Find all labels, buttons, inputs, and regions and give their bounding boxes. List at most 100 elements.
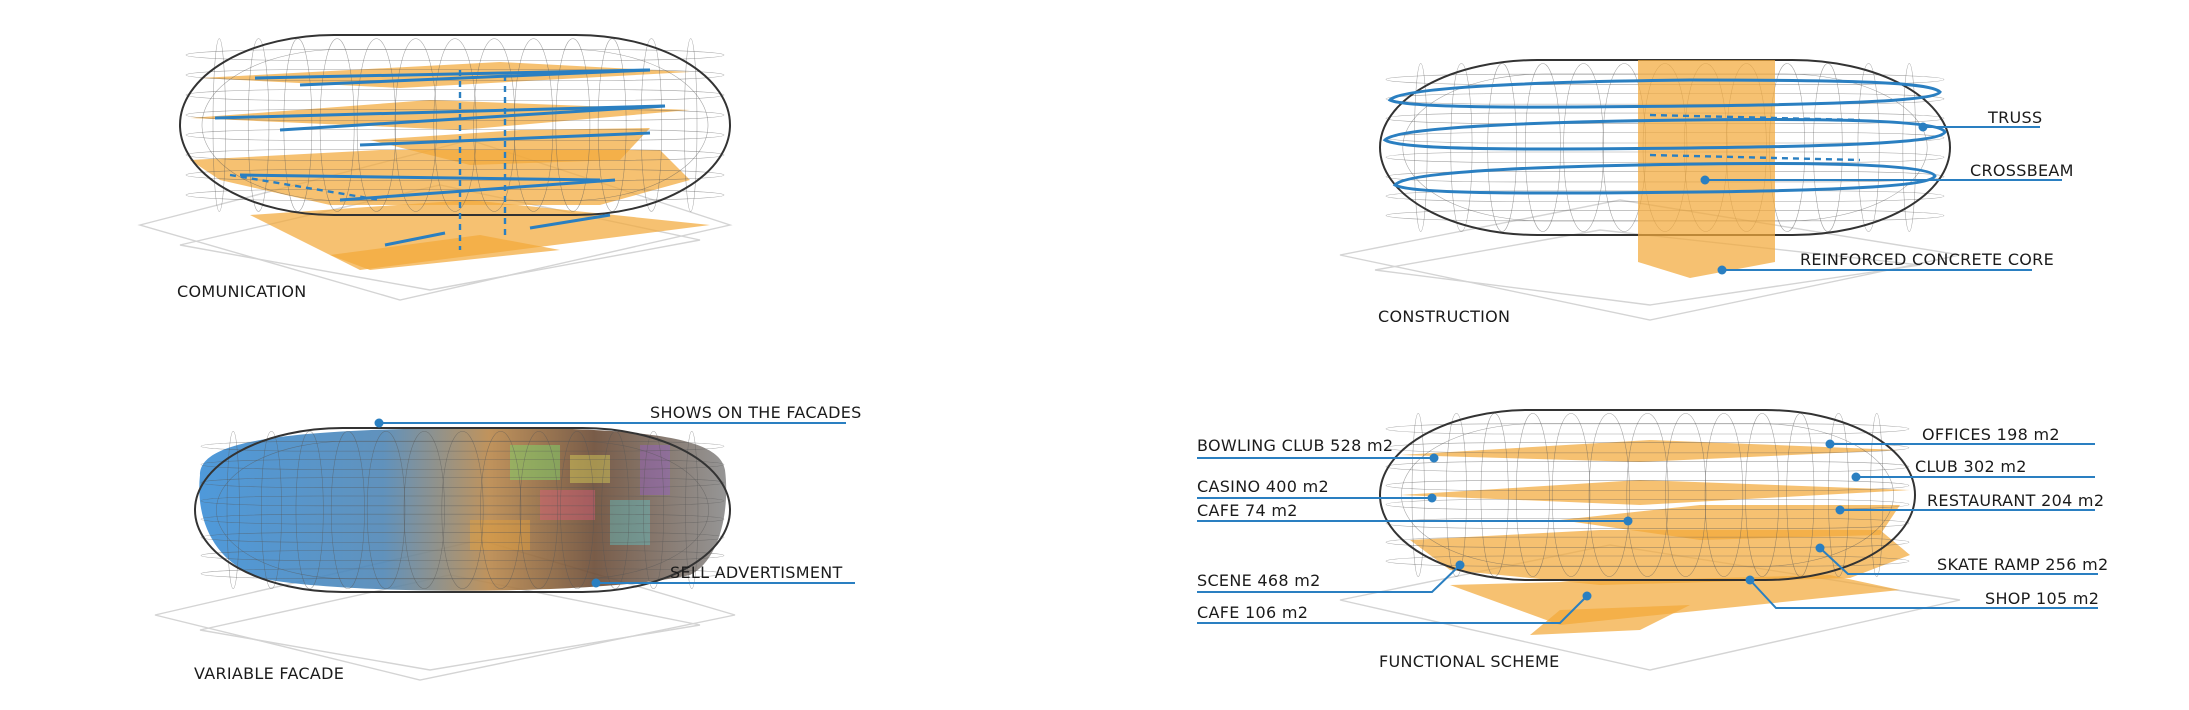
wire-parallel — [1385, 423, 1910, 435]
wire-meridian — [226, 431, 240, 589]
wire-meridian — [1411, 413, 1425, 577]
wire-meridian — [480, 431, 522, 589]
inner-shell — [1401, 423, 1894, 567]
cafe-74-label: CAFE 74 m2 — [1197, 501, 1298, 520]
lower-platforms — [1450, 575, 1900, 635]
pod-outline — [194, 427, 731, 593]
truss-loops — [1382, 78, 1947, 195]
pod-outline — [179, 34, 731, 216]
pod-wireframe — [194, 427, 731, 593]
construction-diagram: TRUSS CROSSBEAM REINFORCED CONCRETE CORE… — [1339, 59, 2074, 326]
casino-label: CASINO 400 m2 — [1197, 477, 1329, 496]
wire-meridian — [403, 431, 445, 589]
pod-wireframe — [1379, 409, 1916, 581]
wire-meridian — [283, 38, 313, 212]
wire-meridian — [640, 38, 663, 212]
concrete-core — [1638, 60, 1775, 278]
bowling-club-label: BOWLING CLUB 528 m2 — [1197, 436, 1393, 455]
functional-diagram: BOWLING CLUB 528 m2 CASINO 400 m2 CAFE 7… — [1197, 409, 2108, 671]
club-label: CLUB 302 m2 — [1915, 457, 2027, 476]
wire-parallel — [200, 532, 725, 543]
wire-meridian — [1786, 413, 1815, 577]
construction-leaders — [1700, 122, 2062, 275]
wire-parallel — [1385, 480, 1910, 491]
wire-meridian — [394, 38, 437, 212]
functional-leaders-right — [1745, 439, 2098, 609]
wire-parallel — [1385, 499, 1910, 510]
communication-caption: COMUNICATION — [177, 282, 307, 301]
wire-meridian — [295, 431, 324, 589]
wire-meridian — [1665, 413, 1707, 577]
wire-meridian — [601, 431, 630, 589]
wire-meridian — [513, 38, 554, 212]
functional-caption: FUNCTIONAL SCHEME — [1379, 652, 1560, 671]
wire-parallel — [185, 149, 725, 161]
wire-meridian — [330, 431, 365, 589]
wire-meridian — [1870, 413, 1884, 577]
wire-meridian — [1813, 63, 1843, 232]
wire-parallel — [1385, 442, 1910, 454]
wire-meridian — [555, 38, 591, 212]
wire-meridian — [1515, 413, 1550, 577]
pod-floors — [1400, 440, 1910, 585]
inner-shell — [216, 440, 709, 580]
wire-parallel — [1385, 461, 1910, 473]
inner-shell — [201, 49, 709, 201]
wire-parallel — [185, 69, 725, 81]
construction-caption: CONSTRUCTION — [1378, 307, 1510, 326]
shop-label: SHOP 105 m2 — [1985, 589, 2099, 608]
wire-meridian — [441, 431, 484, 589]
wire-meridian — [1588, 413, 1630, 577]
wire-meridian — [684, 38, 698, 212]
wire-parallel — [1385, 517, 1910, 529]
offices-label: OFFICES 198 m2 — [1922, 425, 2060, 444]
facade-skin — [199, 427, 727, 591]
cafe-106-label: CAFE 106 m2 — [1197, 603, 1308, 622]
wire-meridian — [366, 431, 406, 589]
wire-meridian — [1704, 413, 1744, 577]
crossbeam-label: CROSSBEAM — [1970, 161, 2074, 180]
wire-meridian — [643, 431, 664, 589]
wire-parallel — [1385, 536, 1910, 548]
facade-caption: VARIABLE FACADE — [194, 664, 344, 683]
truss-label: TRUSS — [1987, 108, 2042, 127]
wire-parallel — [200, 495, 725, 507]
wire-parallel — [185, 89, 725, 101]
sell-advertisment-label: SELL ADVERTISMENT — [670, 563, 843, 582]
wire-parallel — [200, 513, 725, 525]
shows-on-facades-label: SHOWS ON THE FACADES — [650, 403, 862, 422]
wire-meridian — [247, 38, 270, 212]
pod-outline — [1379, 409, 1916, 581]
wire-meridian — [473, 38, 516, 212]
wire-meridian — [560, 431, 595, 589]
wire-parallel — [200, 477, 725, 488]
skate-ramp-label: SKATE RAMP 256 m2 — [1937, 555, 2108, 574]
wire-meridian — [519, 431, 559, 589]
restaurant-label: RESTAURANT 204 m2 — [1927, 491, 2104, 510]
wire-meridian — [433, 38, 477, 212]
wire-meridian — [1480, 413, 1509, 577]
wire-parallel — [185, 49, 725, 61]
wire-meridian — [597, 38, 627, 212]
functional-leaders-left — [1197, 453, 1633, 624]
wire-meridian — [1857, 63, 1880, 232]
wire-parallel — [200, 459, 725, 470]
facade-diagram: SHOWS ON THE FACADES SELL ADVERTISMENT V… — [154, 403, 862, 683]
scene-label: SCENE 468 m2 — [1197, 571, 1321, 590]
communication-diagram: COMUNICATION — [137, 34, 733, 301]
lower-platforms — [250, 200, 710, 270]
wire-meridian — [1902, 63, 1917, 232]
wire-meridian — [685, 431, 699, 589]
concrete-core-label: REINFORCED CONCRETE CORE — [1800, 250, 2054, 269]
wire-meridian — [212, 38, 226, 212]
pod-wireframe — [179, 34, 731, 216]
wire-parallel — [185, 169, 725, 181]
facade-leaders — [374, 418, 855, 588]
site-base — [1339, 199, 1961, 321]
wire-meridian — [1828, 413, 1849, 577]
wire-parallel — [200, 550, 725, 561]
wire-meridian — [1551, 413, 1591, 577]
wire-meridian — [1626, 413, 1669, 577]
wire-meridian — [1745, 413, 1780, 577]
